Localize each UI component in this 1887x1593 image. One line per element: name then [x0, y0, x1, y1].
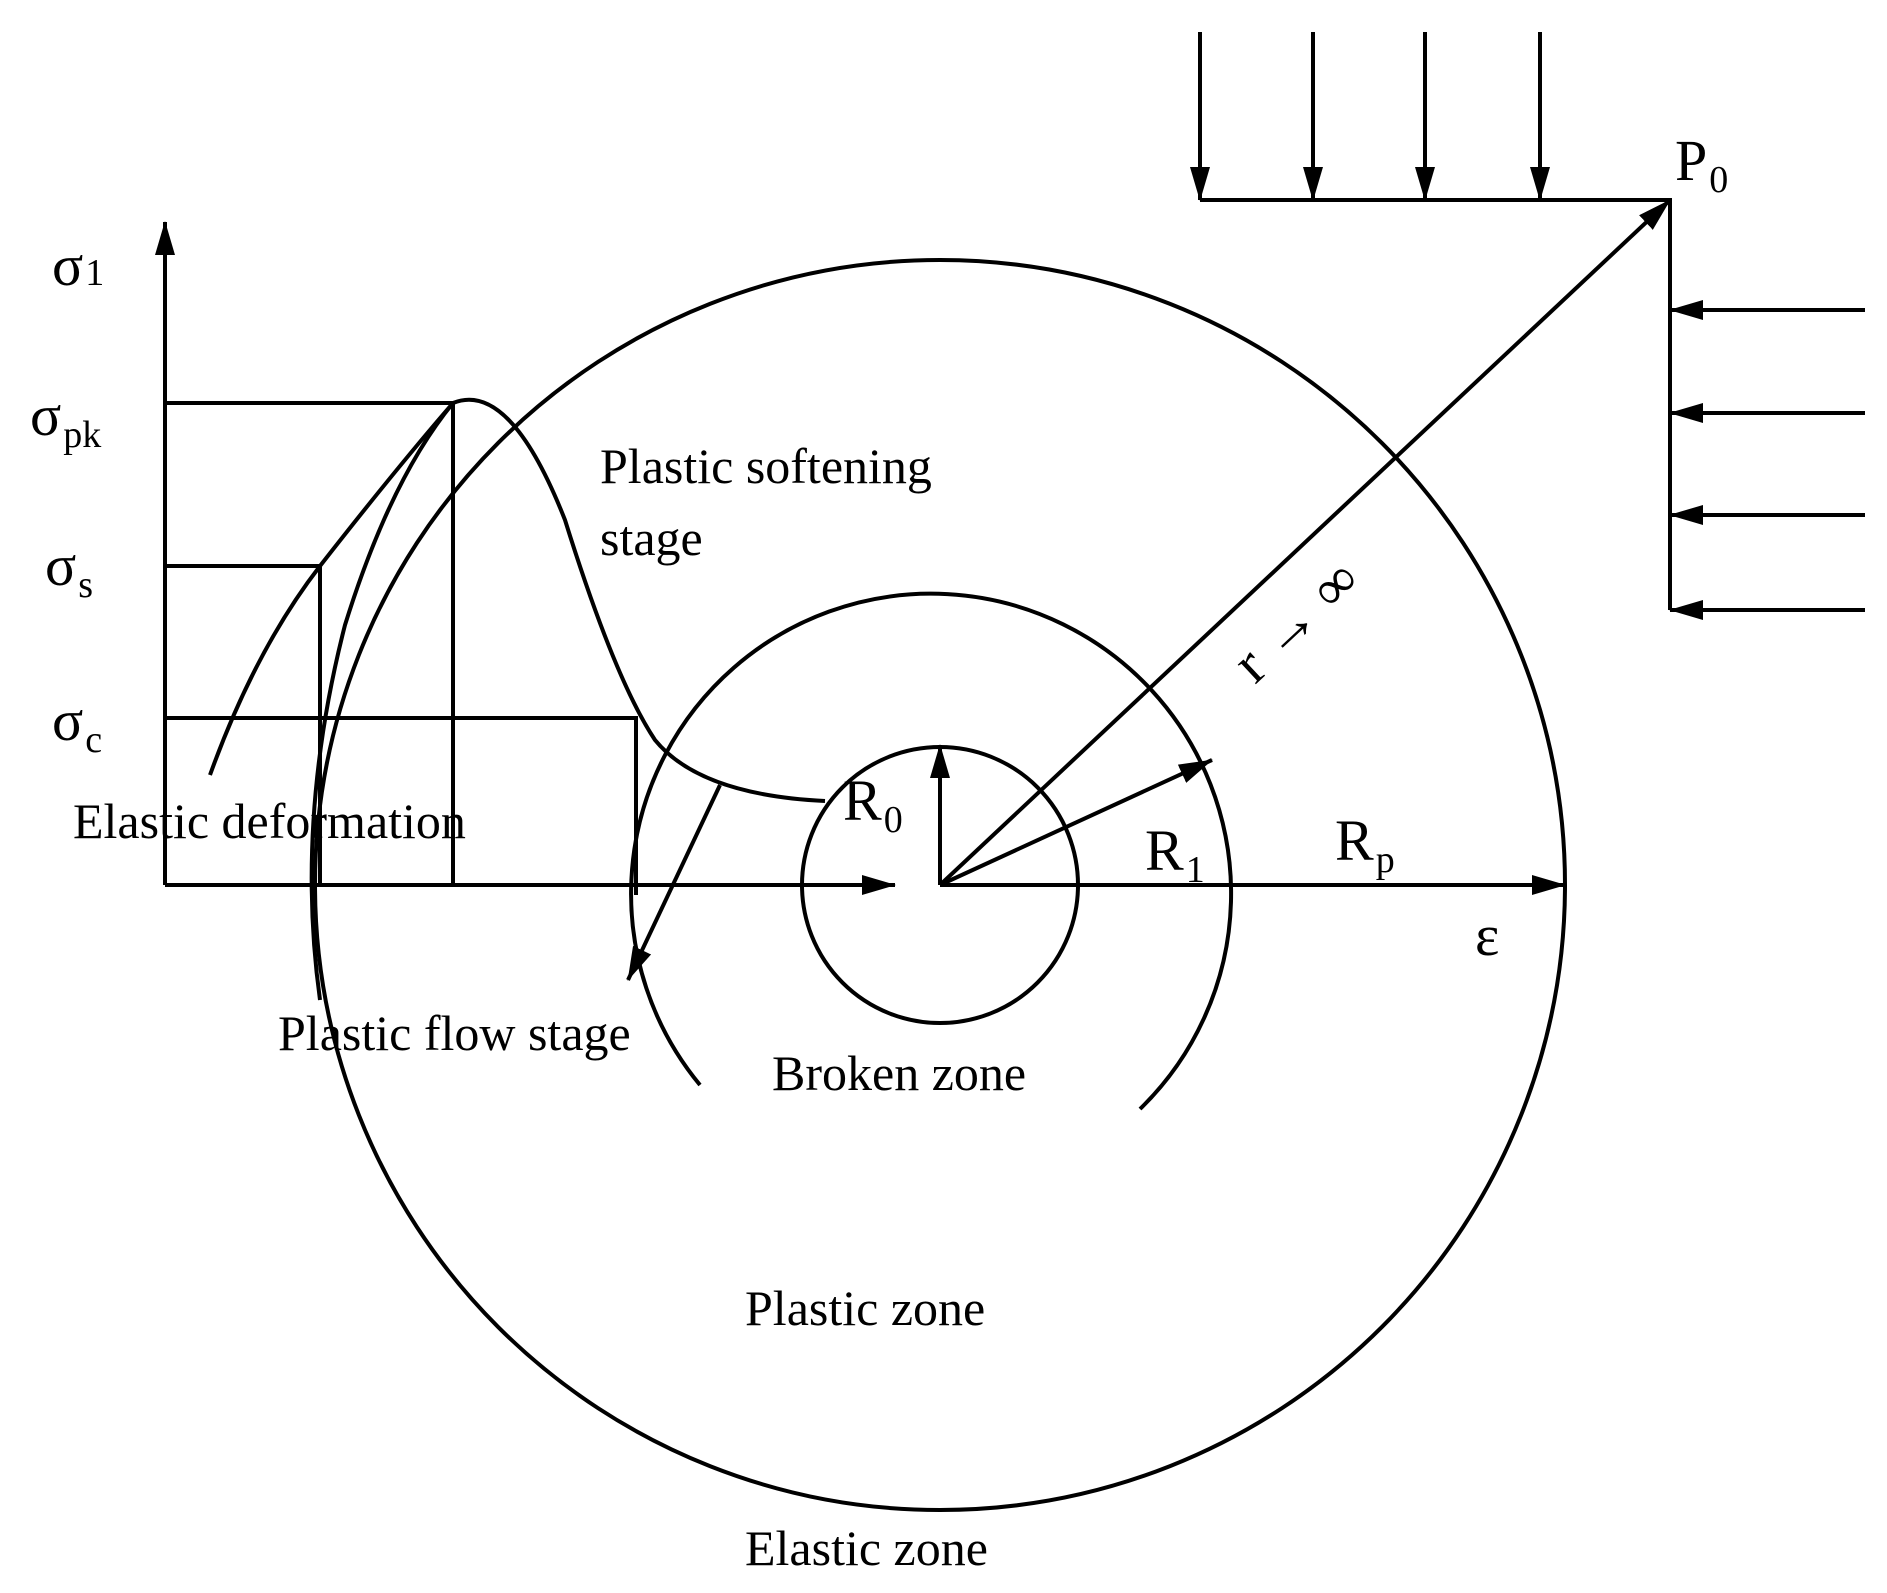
sigma-s-label: σs [45, 533, 93, 606]
epsilon-label: ε [1475, 903, 1499, 968]
elastic-deformation-curve [309, 401, 455, 1001]
r1-label: R1 [1145, 818, 1205, 891]
sigma1-label: σ1 [52, 233, 104, 298]
elastic-zone-label: Elastic zone [745, 1520, 988, 1576]
plastic-flow-pointer-arrow [626, 784, 722, 981]
elastic-deformation-label: Elastic deformation [73, 793, 466, 849]
plastic-softening-label-line2: stage [600, 510, 703, 566]
p0-boundary-line [1200, 198, 1672, 610]
sigma-c-label: σc [52, 688, 102, 761]
broken-zone-label: Broken zone [772, 1045, 1026, 1101]
p0-label: P0 [1675, 128, 1728, 201]
r1-arrow [939, 758, 1213, 887]
plastic-softening-label-line1: Plastic softening [600, 438, 932, 494]
plastic-zone-label: Plastic zone [745, 1280, 985, 1336]
sigma-pk-label: σpk [30, 383, 101, 456]
plastic-broken-boundary-circle [629, 591, 1234, 1111]
stress-strain-curve [208, 397, 826, 803]
r-infinity-arrow [938, 198, 1672, 887]
plastic-flow-stage-label: Plastic flow stage [278, 1005, 631, 1061]
r0-label: R0 [843, 768, 903, 841]
sigma-c-level-line [165, 716, 638, 895]
rp-label: Rp [1335, 808, 1395, 881]
r-infinity-label: r → ∞ [1220, 546, 1372, 694]
